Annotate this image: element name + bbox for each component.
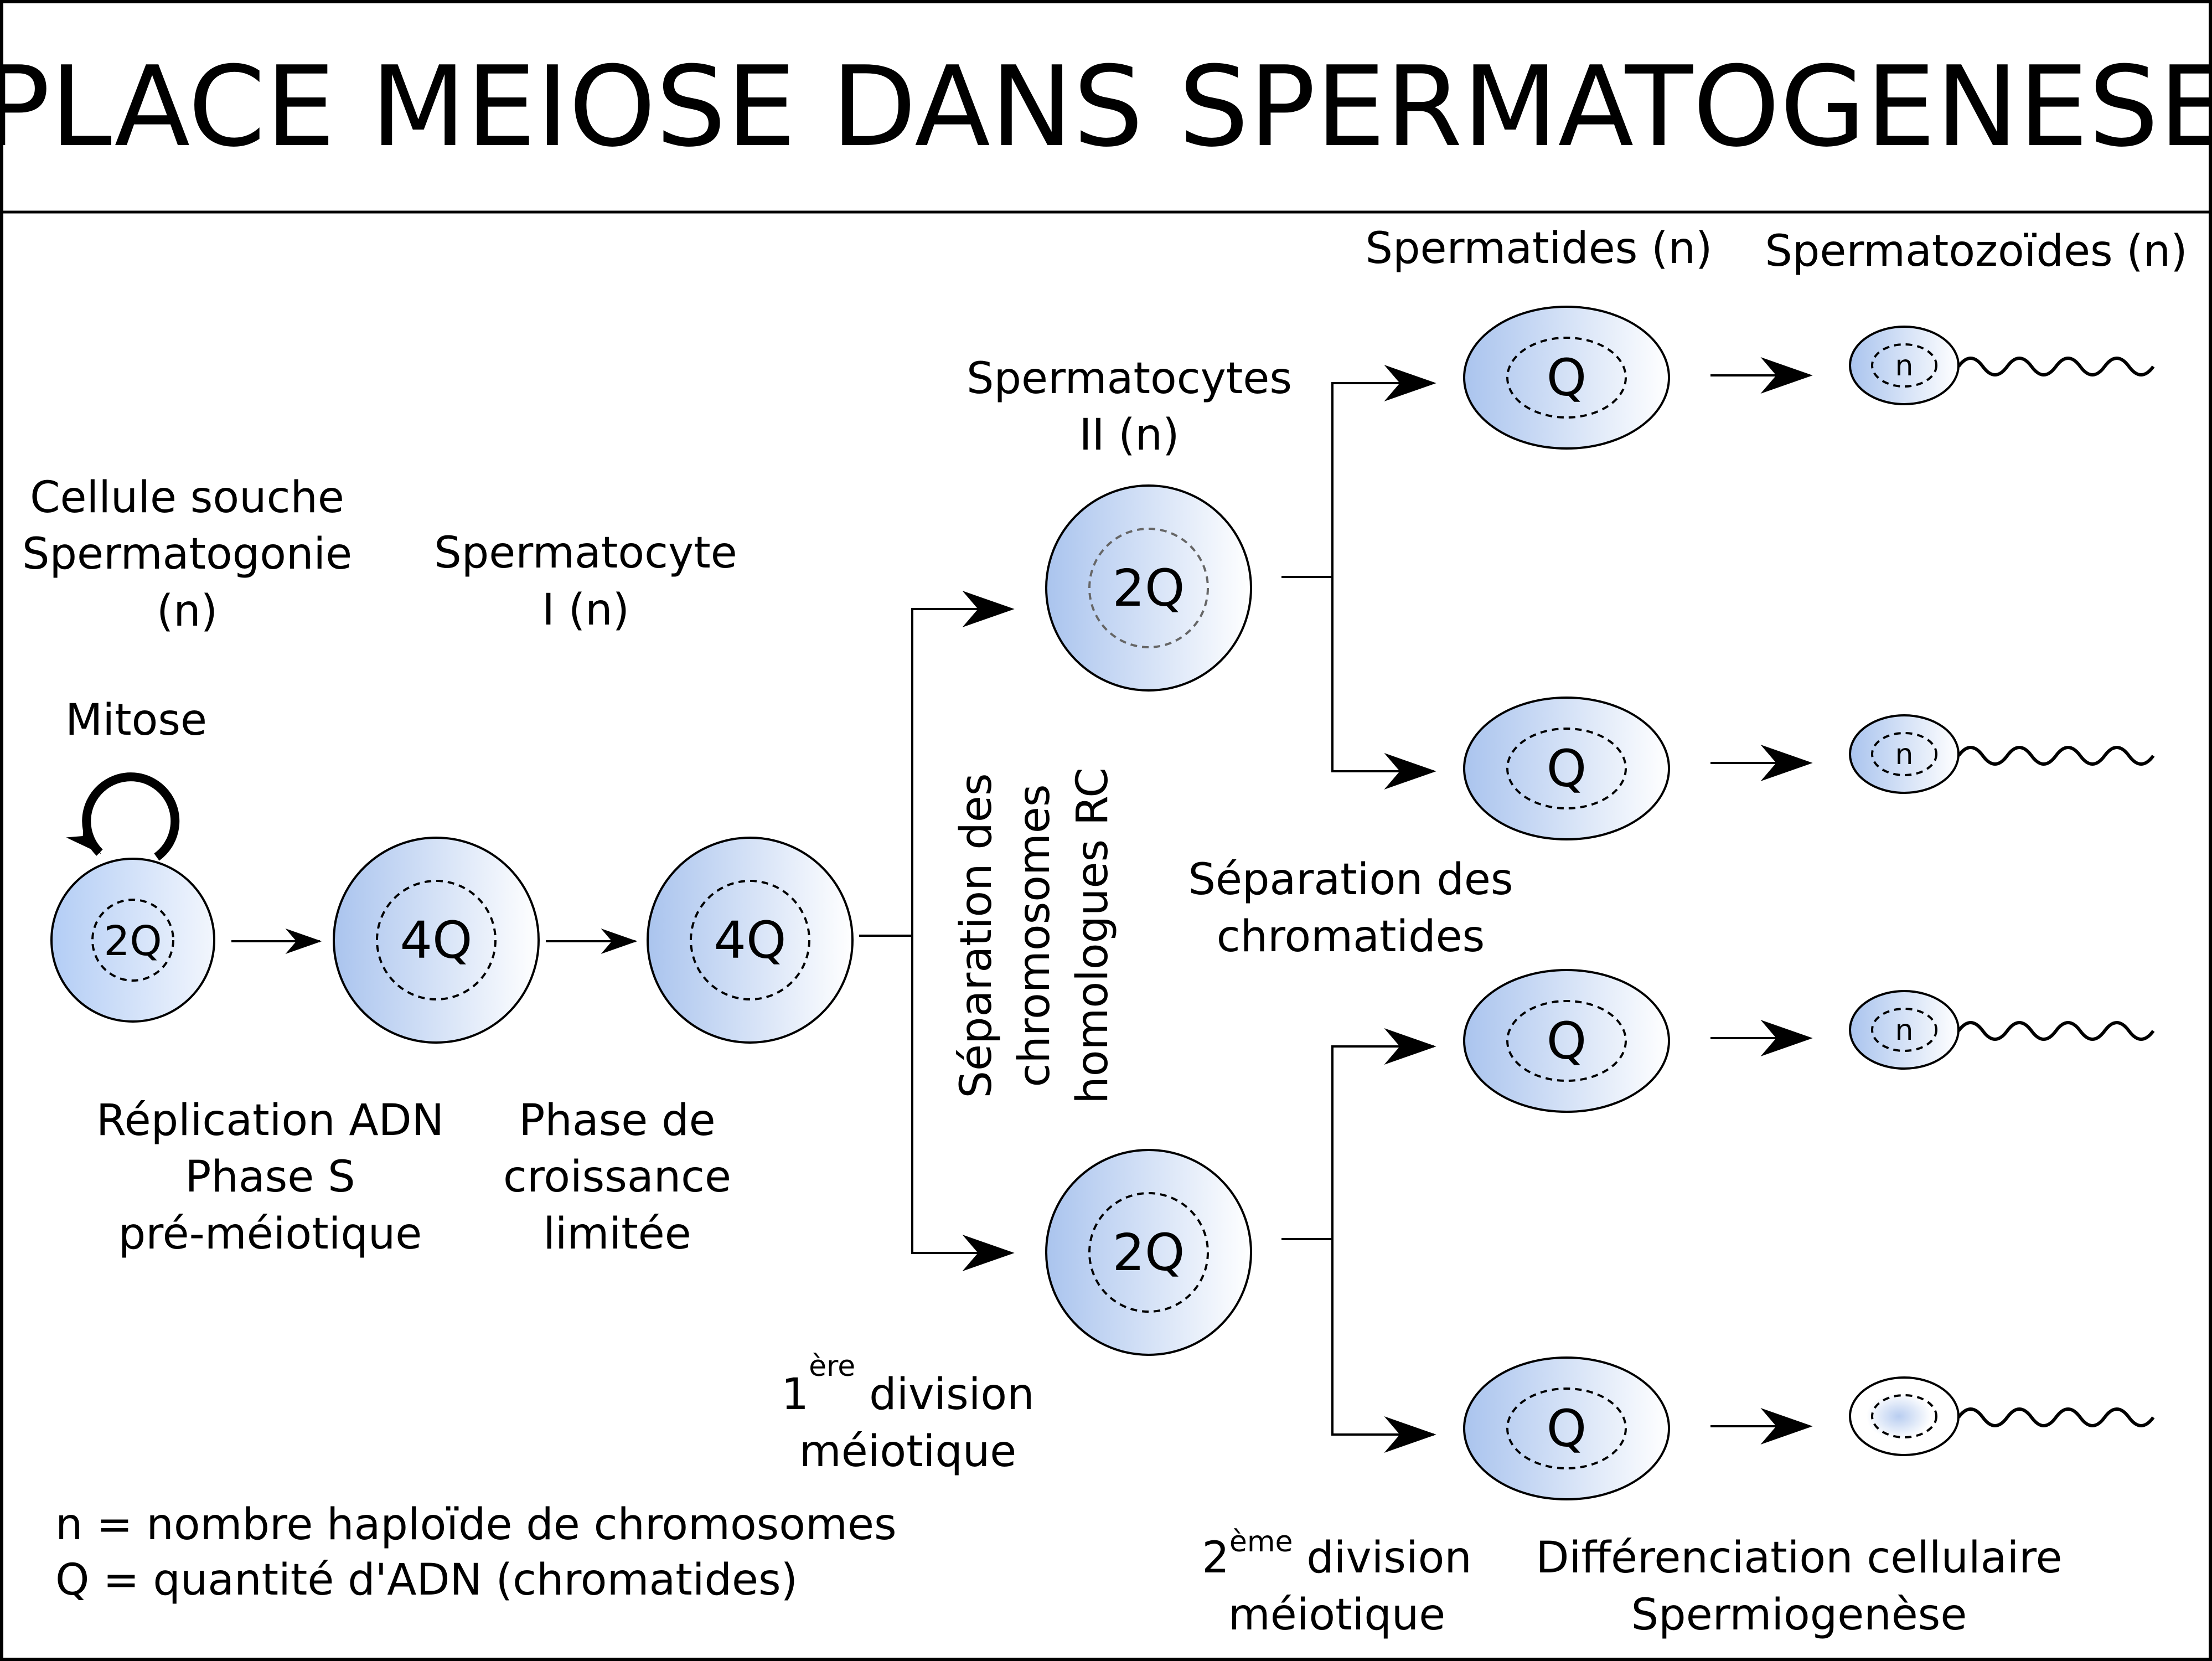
spermatocyte1-label-line1: Spermatocyte [434, 528, 737, 578]
spermatocyte2-bottom-dna: 2Q [1113, 1223, 1185, 1282]
second-division-label: 2ème division méiotique [1202, 1525, 1472, 1640]
spermatozoon-1-label: n [1895, 349, 1914, 383]
chromatid-separation-line1: Séparation des [1188, 855, 1513, 905]
replication-line3: pré-méiotique [118, 1209, 422, 1259]
spermatozoon-1: n [1849, 326, 2155, 405]
stem-label-line2: Spermatogonie [22, 529, 352, 579]
mitosis-loop-arrow [66, 772, 180, 861]
legend-q: Q = quantité d'ADN (chromatides) [55, 1555, 798, 1605]
spermatocytes2-label-line2: II (n) [1079, 410, 1179, 460]
first-division-line2: méiotique [799, 1427, 1017, 1477]
replication-line1: Réplication ADN [96, 1096, 444, 1146]
growth-line2: croissance [503, 1152, 731, 1202]
spermatid-2-dna: Q [1547, 739, 1586, 798]
first-division-label: 1ère division méiotique [781, 1350, 1034, 1477]
legend-n: n = nombre haploïde de chromosomes [55, 1500, 897, 1550]
homolog-separation-line1: Séparation des [952, 773, 1001, 1098]
spermatocytes2-label-line1: Spermatocytes [967, 354, 1292, 404]
second-division-line1: 2ème division [1202, 1525, 1472, 1583]
second-division-line2: méiotique [1228, 1590, 1446, 1640]
spermatozoa-label: Spermatozoïdes (n) [1765, 226, 2187, 276]
stem-cell-dna: 2Q [104, 917, 162, 965]
spermatocyte1-label-line2: I (n) [542, 585, 629, 635]
growth-line1: Phase de [519, 1096, 715, 1146]
spermatid-1-dna: Q [1547, 348, 1586, 407]
spermatocyte2-bottom-cell: 2Q [1045, 1149, 1252, 1356]
spermatid-2: Q [1463, 697, 1670, 840]
replicated-cell: 4Q [333, 837, 540, 1044]
spermatocyte1-cell-dna: 4Q [714, 911, 787, 970]
spermatid-4: Q [1463, 1356, 1670, 1500]
mitosis-label: Mitose [65, 695, 207, 745]
differentiation-line2: Spermiogenèse [1631, 1590, 1967, 1640]
spermatocyte2-top-cell: 2Q [1045, 484, 1252, 692]
spermatid-1: Q [1463, 306, 1670, 450]
growth-line3: limitée [543, 1209, 691, 1259]
spermatocyte2-top-dna: 2Q [1113, 559, 1185, 618]
stem-label-line3: (n) [157, 586, 218, 636]
spermatozoon-4 [1849, 1376, 2155, 1456]
spermatozoon-2-label: n [1895, 738, 1914, 771]
spermatozoon-3-label: n [1895, 1014, 1914, 1047]
spermatid-3: Q [1463, 969, 1670, 1113]
first-division-line1: 1ère division [781, 1350, 1034, 1420]
stem-label-line1: Cellule souche [30, 473, 344, 523]
spermatids-label: Spermatides (n) [1366, 224, 1713, 274]
spermatid-4-dna: Q [1547, 1399, 1586, 1458]
spermatozoon-2: n [1849, 714, 2155, 794]
spermatid-3-dna: Q [1547, 1012, 1586, 1071]
spermatozoon-3: n [1849, 990, 2155, 1070]
homolog-separation-line3: homologues RC [1068, 767, 1118, 1103]
replicated-cell-dna: 4Q [400, 911, 473, 970]
replication-line2: Phase S [185, 1152, 355, 1202]
page-title: PLACE MEIOSE DANS SPERMATOGENESE [0, 43, 2212, 172]
differentiation-line1: Différenciation cellulaire [1536, 1533, 2063, 1583]
homolog-separation-line2: chromosomes [1010, 784, 1060, 1087]
stem-cell: 2Q [50, 858, 215, 1023]
spermatocyte1-cell: 4Q [647, 837, 854, 1044]
chromatid-separation-line2: chromatides [1217, 912, 1485, 962]
